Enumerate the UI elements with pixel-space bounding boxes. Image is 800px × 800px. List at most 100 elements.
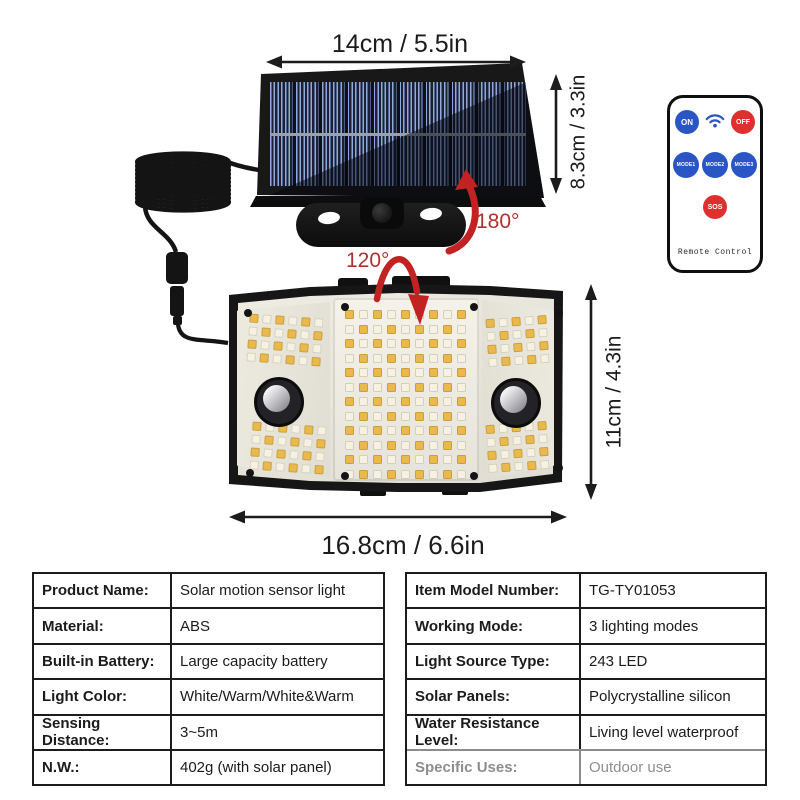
led (401, 310, 410, 319)
screw-icon (470, 472, 478, 480)
led (415, 382, 424, 392)
light-width-label: 16.8cm / 6.6in (321, 530, 485, 560)
led-cluster (249, 421, 327, 475)
screw-icon (341, 472, 349, 480)
led (373, 440, 382, 450)
led (429, 382, 438, 392)
led (415, 469, 424, 479)
dimension-arrow-light-width (229, 510, 567, 524)
led (401, 455, 410, 464)
spec-label: Product Name: (34, 574, 172, 608)
led (359, 455, 368, 464)
led (251, 434, 261, 445)
spec-label: Specific Uses: (407, 750, 581, 785)
spec-value: TG-TY01053 (589, 582, 676, 600)
led (485, 318, 496, 329)
led-cluster (485, 420, 550, 474)
spec-row: Product Name:Solar motion sensor light (34, 574, 383, 608)
led (264, 435, 274, 445)
led (387, 324, 396, 334)
led (443, 382, 452, 392)
led (373, 469, 382, 479)
led (263, 448, 273, 458)
led (359, 397, 368, 406)
led (539, 353, 550, 364)
screw-icon (555, 309, 563, 317)
spec-row: Built-in Battery:Large capacity battery (34, 642, 383, 679)
led (345, 440, 354, 450)
led (401, 426, 410, 435)
led-cluster (246, 313, 324, 367)
spec-value: Large capacity battery (180, 652, 328, 670)
led (443, 411, 452, 421)
led (275, 462, 285, 472)
led (288, 316, 298, 326)
led (514, 461, 524, 472)
led (387, 382, 396, 392)
led (373, 310, 382, 319)
led-cluster (485, 314, 550, 368)
led (290, 437, 300, 447)
led (457, 469, 466, 479)
led (359, 469, 368, 479)
panel-height-label: 8.3cm / 3.3in (567, 74, 590, 190)
led (387, 353, 396, 363)
screw-icon (470, 303, 478, 311)
led (498, 317, 508, 328)
led (316, 426, 327, 436)
led (345, 426, 354, 435)
led (457, 310, 466, 319)
led (345, 339, 354, 348)
led (359, 411, 368, 421)
led (387, 455, 396, 464)
motion-sensor-icon (254, 377, 304, 427)
led (539, 459, 550, 470)
led (443, 339, 452, 348)
led (526, 341, 536, 352)
led (429, 469, 438, 479)
led (500, 343, 510, 354)
led (345, 353, 354, 363)
led (457, 324, 466, 334)
led (277, 436, 287, 446)
led (415, 339, 424, 348)
remote-mode-button: MODE1 (673, 152, 699, 178)
led (538, 327, 548, 338)
led (345, 310, 354, 319)
led (387, 411, 396, 421)
led (387, 339, 396, 348)
light-fixture (224, 276, 568, 498)
led (457, 411, 466, 421)
led (298, 356, 308, 366)
led (401, 339, 410, 348)
led (499, 436, 509, 447)
solar-panel (257, 63, 544, 198)
led (415, 368, 424, 377)
light-height-label: 11cm / 4.3in (602, 335, 626, 449)
spec-label: Sensing Distance: (34, 715, 172, 749)
remote-mode-button: MODE2 (702, 152, 728, 178)
led (457, 426, 466, 435)
led (259, 353, 269, 363)
led (252, 421, 262, 432)
led (303, 438, 313, 448)
screw-icon (244, 309, 252, 317)
spec-label: Material: (34, 609, 172, 643)
remote-off-button: OFF (731, 110, 755, 134)
spec-row: Sensing Distance:3~5m (34, 713, 383, 749)
led (288, 463, 298, 473)
led (415, 324, 424, 334)
led (314, 464, 324, 475)
led (512, 435, 522, 446)
led (345, 455, 354, 464)
spec-value: Outdoor use (589, 759, 672, 777)
remote-on-button: ON (675, 110, 699, 134)
led (429, 324, 438, 334)
led (443, 368, 452, 377)
spec-value: ABS (180, 617, 211, 635)
led (250, 447, 260, 458)
led (429, 397, 438, 406)
led (345, 411, 354, 421)
spec-label: Working Mode: (407, 609, 581, 643)
